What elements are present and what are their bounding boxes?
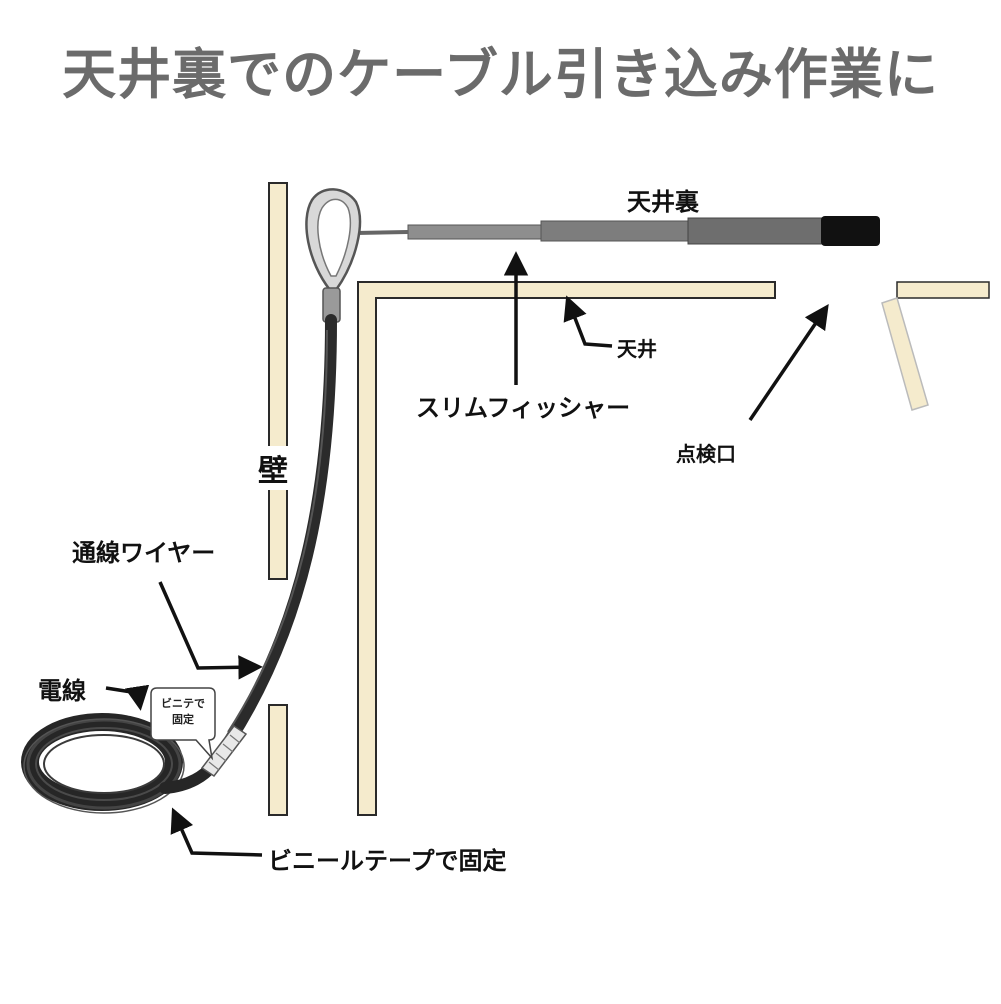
slim-fisher-thin-end [355, 230, 409, 235]
label-ceiling: 天井 [617, 337, 657, 361]
wall-board-upper [268, 182, 288, 580]
label-cable: 電線 [38, 677, 86, 705]
arrow-icon-ceiling [563, 295, 613, 348]
slim-fisher-rod-segment-1 [407, 224, 543, 240]
bubble-line-1: ビニテで [161, 697, 205, 710]
inspection-port-board [896, 281, 990, 299]
vinyl-tape [200, 724, 248, 778]
arrow-icon-wire [158, 581, 263, 680]
arrow-icon-cable [105, 684, 150, 711]
label-slim-fisher: スリムフィッシャー [416, 394, 631, 422]
slim-fisher-rod-tip [821, 216, 880, 246]
label-ceiling-space: 天井裏 [627, 188, 699, 216]
tape-bubble [150, 687, 216, 761]
loop-hook-inner [317, 198, 352, 277]
cable-coil [21, 713, 185, 814]
arrow-icon-inspection [748, 303, 829, 421]
label-wall: 壁 [258, 446, 288, 490]
ceiling-board [357, 281, 776, 816]
inspection-port-lid [881, 297, 929, 411]
page-title: 天井裏でのケーブル引き込み作業に [62, 43, 939, 106]
bubble-line-2: 固定 [172, 713, 194, 726]
wall-board-lower [268, 704, 288, 816]
pulling-wire [224, 314, 337, 746]
slim-fisher-rod-segment-2 [540, 220, 690, 242]
label-tape-fix: ビニールテープで固定 [268, 847, 507, 875]
slim-fisher-rod-segment-3 [687, 217, 825, 245]
label-inspection-port: 点検口 [676, 442, 736, 466]
pulling-wire-highlight [227, 329, 328, 733]
label-wire: 通線ワイヤー [72, 539, 216, 567]
arrow-icon-tape [170, 807, 263, 857]
